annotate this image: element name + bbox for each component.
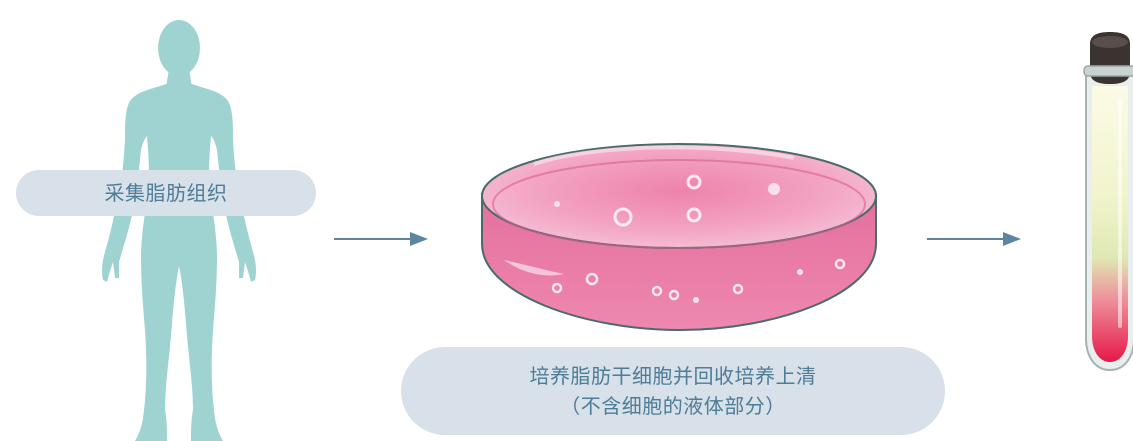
step-label-line1: 培养脂肪干细胞并回收培养上清 xyxy=(529,364,817,388)
petri-dish-icon xyxy=(481,143,877,332)
arrow-right-icon xyxy=(334,232,428,246)
step-label-culture-supernatant: 培养脂肪干细胞并回收培养上清 （不含细胞的液体部分） xyxy=(401,347,945,435)
step-label-line2: （不含细胞的液体部分） xyxy=(560,394,786,418)
test-tube-icon xyxy=(1083,32,1133,372)
human-body-icon xyxy=(101,20,257,441)
step-label-collect-fat: 采集脂肪组织 xyxy=(16,170,316,216)
arrow-right-icon xyxy=(927,232,1021,246)
